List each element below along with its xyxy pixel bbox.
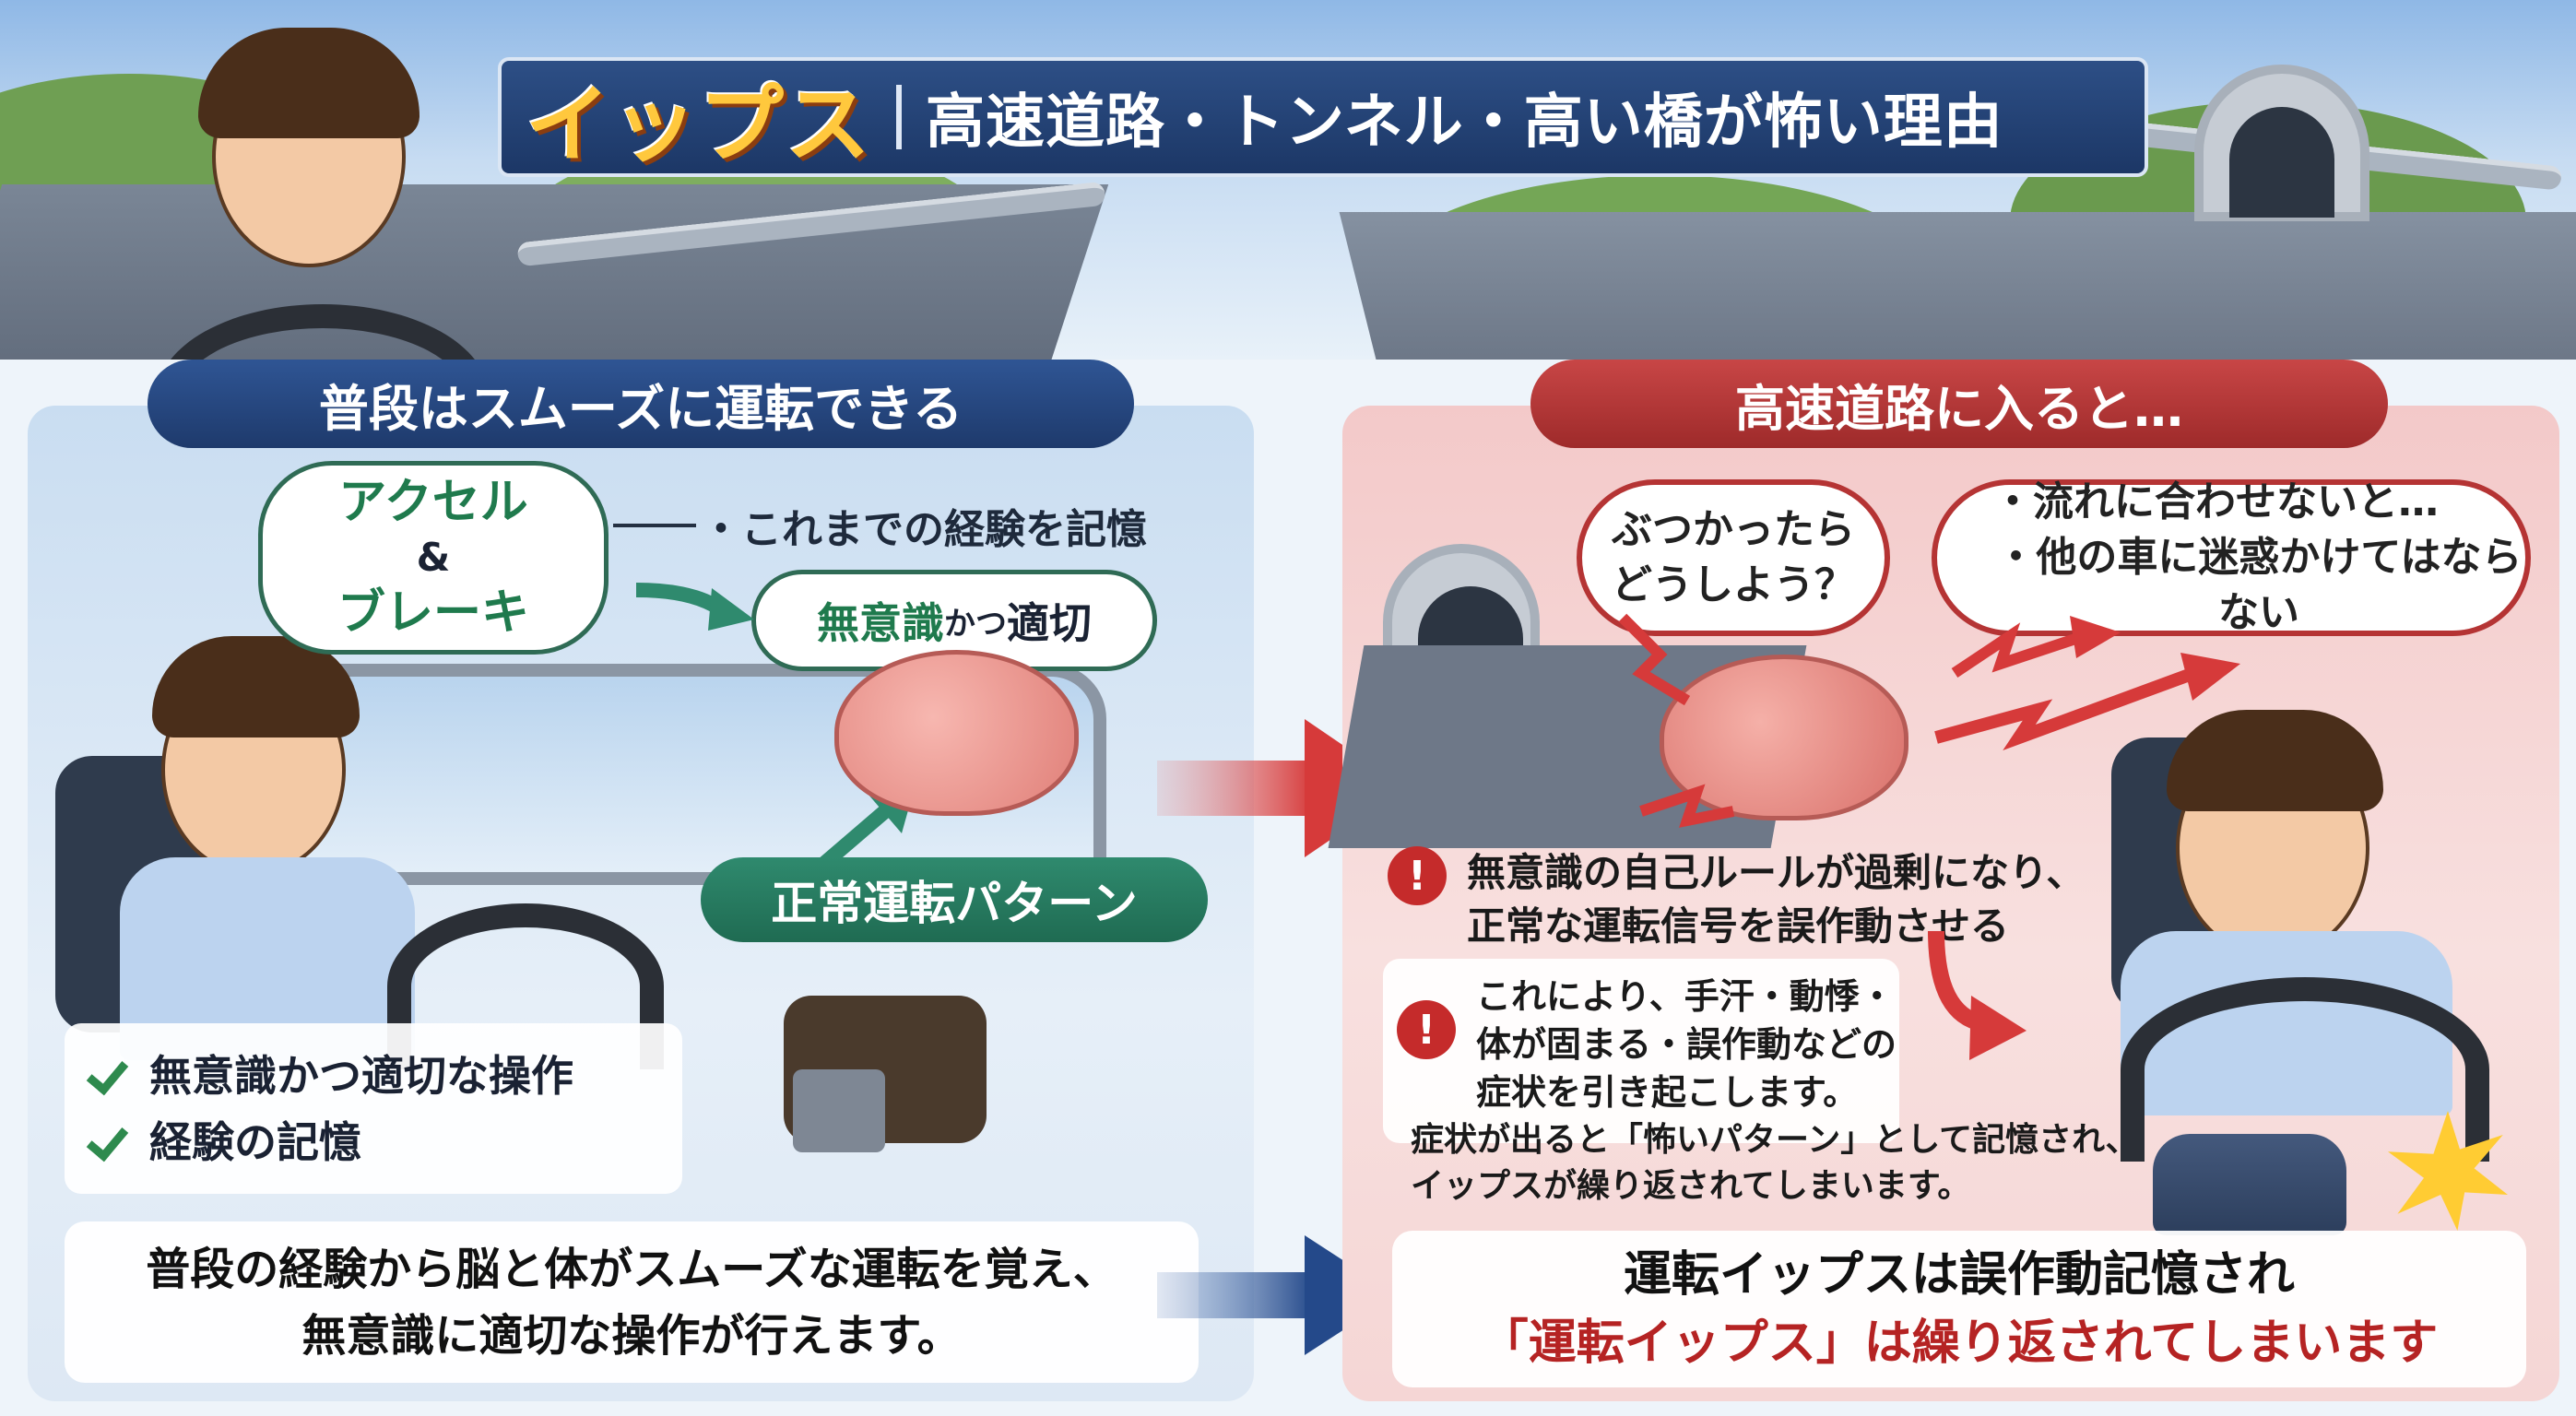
warning-symptoms: ! これにより、手汗・動悸・ 体が固まる・誤作動などの 症状を引き起こします。 <box>1397 973 1897 1116</box>
summary-line: 普段の経験から脳と体がスムーズな運転を覚え、 <box>146 1243 1117 1295</box>
page-title: イップス <box>526 75 873 174</box>
repeat-line: イップスが繰り返されてしまいます。 <box>1411 1167 1971 1205</box>
check-item-text: 経験の記憶 <box>149 1117 361 1167</box>
highway-heading: 高速道路に入ると… <box>1530 360 2388 448</box>
worry-line: ・他の車に迷惑かけてはならない <box>1995 534 2523 636</box>
symptom-line: これにより、手汗・動悸・ <box>1476 976 1895 1017</box>
brain-note-emphasis: 無意識 <box>817 598 944 648</box>
brain-note-small: かつ <box>944 605 1007 643</box>
header-banner <box>0 0 2576 360</box>
bubble-accel-text: アクセル <box>338 475 528 530</box>
down-arrow-icon <box>1928 930 2027 1060</box>
check-item: 経験の記憶 <box>90 1106 656 1173</box>
warning-icon: ! <box>1388 846 1447 905</box>
unconscious-appropriate-bubble: 無意識かつ適切 <box>751 570 1157 671</box>
summary-line-emphasis: 「運転イップス」は繰り返されてしまいます <box>1480 1316 2439 1371</box>
summary-line: 運転イップスは誤作動記憶され <box>1623 1247 2295 1303</box>
accel-brake-bubble: アクセル & ブレーキ <box>258 461 609 655</box>
highway-illustration <box>1339 212 2576 360</box>
symptom-line: 体が固まる・誤作動などの <box>1476 1024 1897 1065</box>
repeat-line: 症状が出ると「怖いパターン」として記憶され、 <box>1411 1121 2139 1159</box>
normal-pattern-tag: 正常運転パターン <box>701 857 1208 942</box>
tunnel-illustration <box>2194 65 2369 221</box>
pedal-illustration <box>793 1069 885 1152</box>
anxious-driver-hair-illustration <box>2167 710 2383 811</box>
normal-driving-heading: 普段はスムーズに運転できる <box>148 360 1134 448</box>
warning-line: 正常な運転信号を誤作動させる <box>1467 903 2010 949</box>
worry-line: ・流れに合わせないと… <box>1992 478 2439 525</box>
memory-note: ・これまでの経験を記憶 <box>701 506 1147 553</box>
yips-summary: 運転イップスは誤作動記憶され 「運転イップス」は繰り返されてしまいます <box>1392 1231 2526 1387</box>
pressure-thought-bubble: ・流れに合わせないと… ・他の車に迷惑かけてはならない <box>1932 478 2531 636</box>
thought-line: どうしよう？ <box>1612 561 1855 608</box>
check-icon <box>90 1119 131 1160</box>
page-subtitle: 高速道路・トンネル・高い橋が怖い理由 <box>926 88 2003 157</box>
title-bar: イップス 高速道路・トンネル・高い橋が怖い理由 <box>498 57 2148 177</box>
worry-thought-bubble: ぶつかったら どうしよう？ <box>1577 479 1890 636</box>
bubble-ampersand: & <box>416 535 451 580</box>
symptom-text: これにより、手汗・動悸・ 体が固まる・誤作動などの 症状を引き起こします。 <box>1476 973 1897 1116</box>
symptom-line: 症状を引き起こします。 <box>1476 1072 1859 1113</box>
bubble-brake-text: ブレーキ <box>337 585 529 641</box>
warning-overreaction: ! 無意識の自己ルールが過剰になり、 正常な運転信号を誤作動させる <box>1388 846 2085 953</box>
connector-line <box>613 524 696 527</box>
green-arrow-icon <box>635 583 754 631</box>
title-divider <box>896 85 903 149</box>
calm-brain-illustration <box>834 650 1079 816</box>
check-list: 無意識かつ適切な操作 経験の記憶 <box>65 1023 682 1194</box>
check-item: 無意識かつ適切な操作 <box>90 1040 656 1106</box>
brain-note-rest: 適切 <box>1007 598 1092 648</box>
warning-icon: ! <box>1397 1000 1456 1059</box>
warning-line: 無意識の自己ルールが過剰になり、 <box>1467 850 2086 895</box>
stress-arrows-icon <box>1618 613 2240 828</box>
repeat-note: 症状が出ると「怖いパターン」として記憶され、 イップスが繰り返されてしまいます。 <box>1411 1117 2138 1210</box>
warning-text: 無意識の自己ルールが過剰になり、 正常な運転信号を誤作動させる <box>1467 846 2085 953</box>
check-icon <box>90 1053 131 1093</box>
check-item-text: 無意識かつ適切な操作 <box>149 1051 573 1101</box>
summary-line: 無意識に適切な操作が行えます。 <box>301 1309 962 1362</box>
thought-line: ぶつかったら <box>1612 506 1855 553</box>
driver-hair-illustration <box>198 28 419 138</box>
car-illustration <box>2153 1134 2346 1235</box>
normal-driving-summary: 普段の経験から脳と体がスムーズな運転を覚え、 無意識に適切な操作が行えます。 <box>65 1221 1199 1383</box>
symptom-box <box>1383 959 1899 1143</box>
